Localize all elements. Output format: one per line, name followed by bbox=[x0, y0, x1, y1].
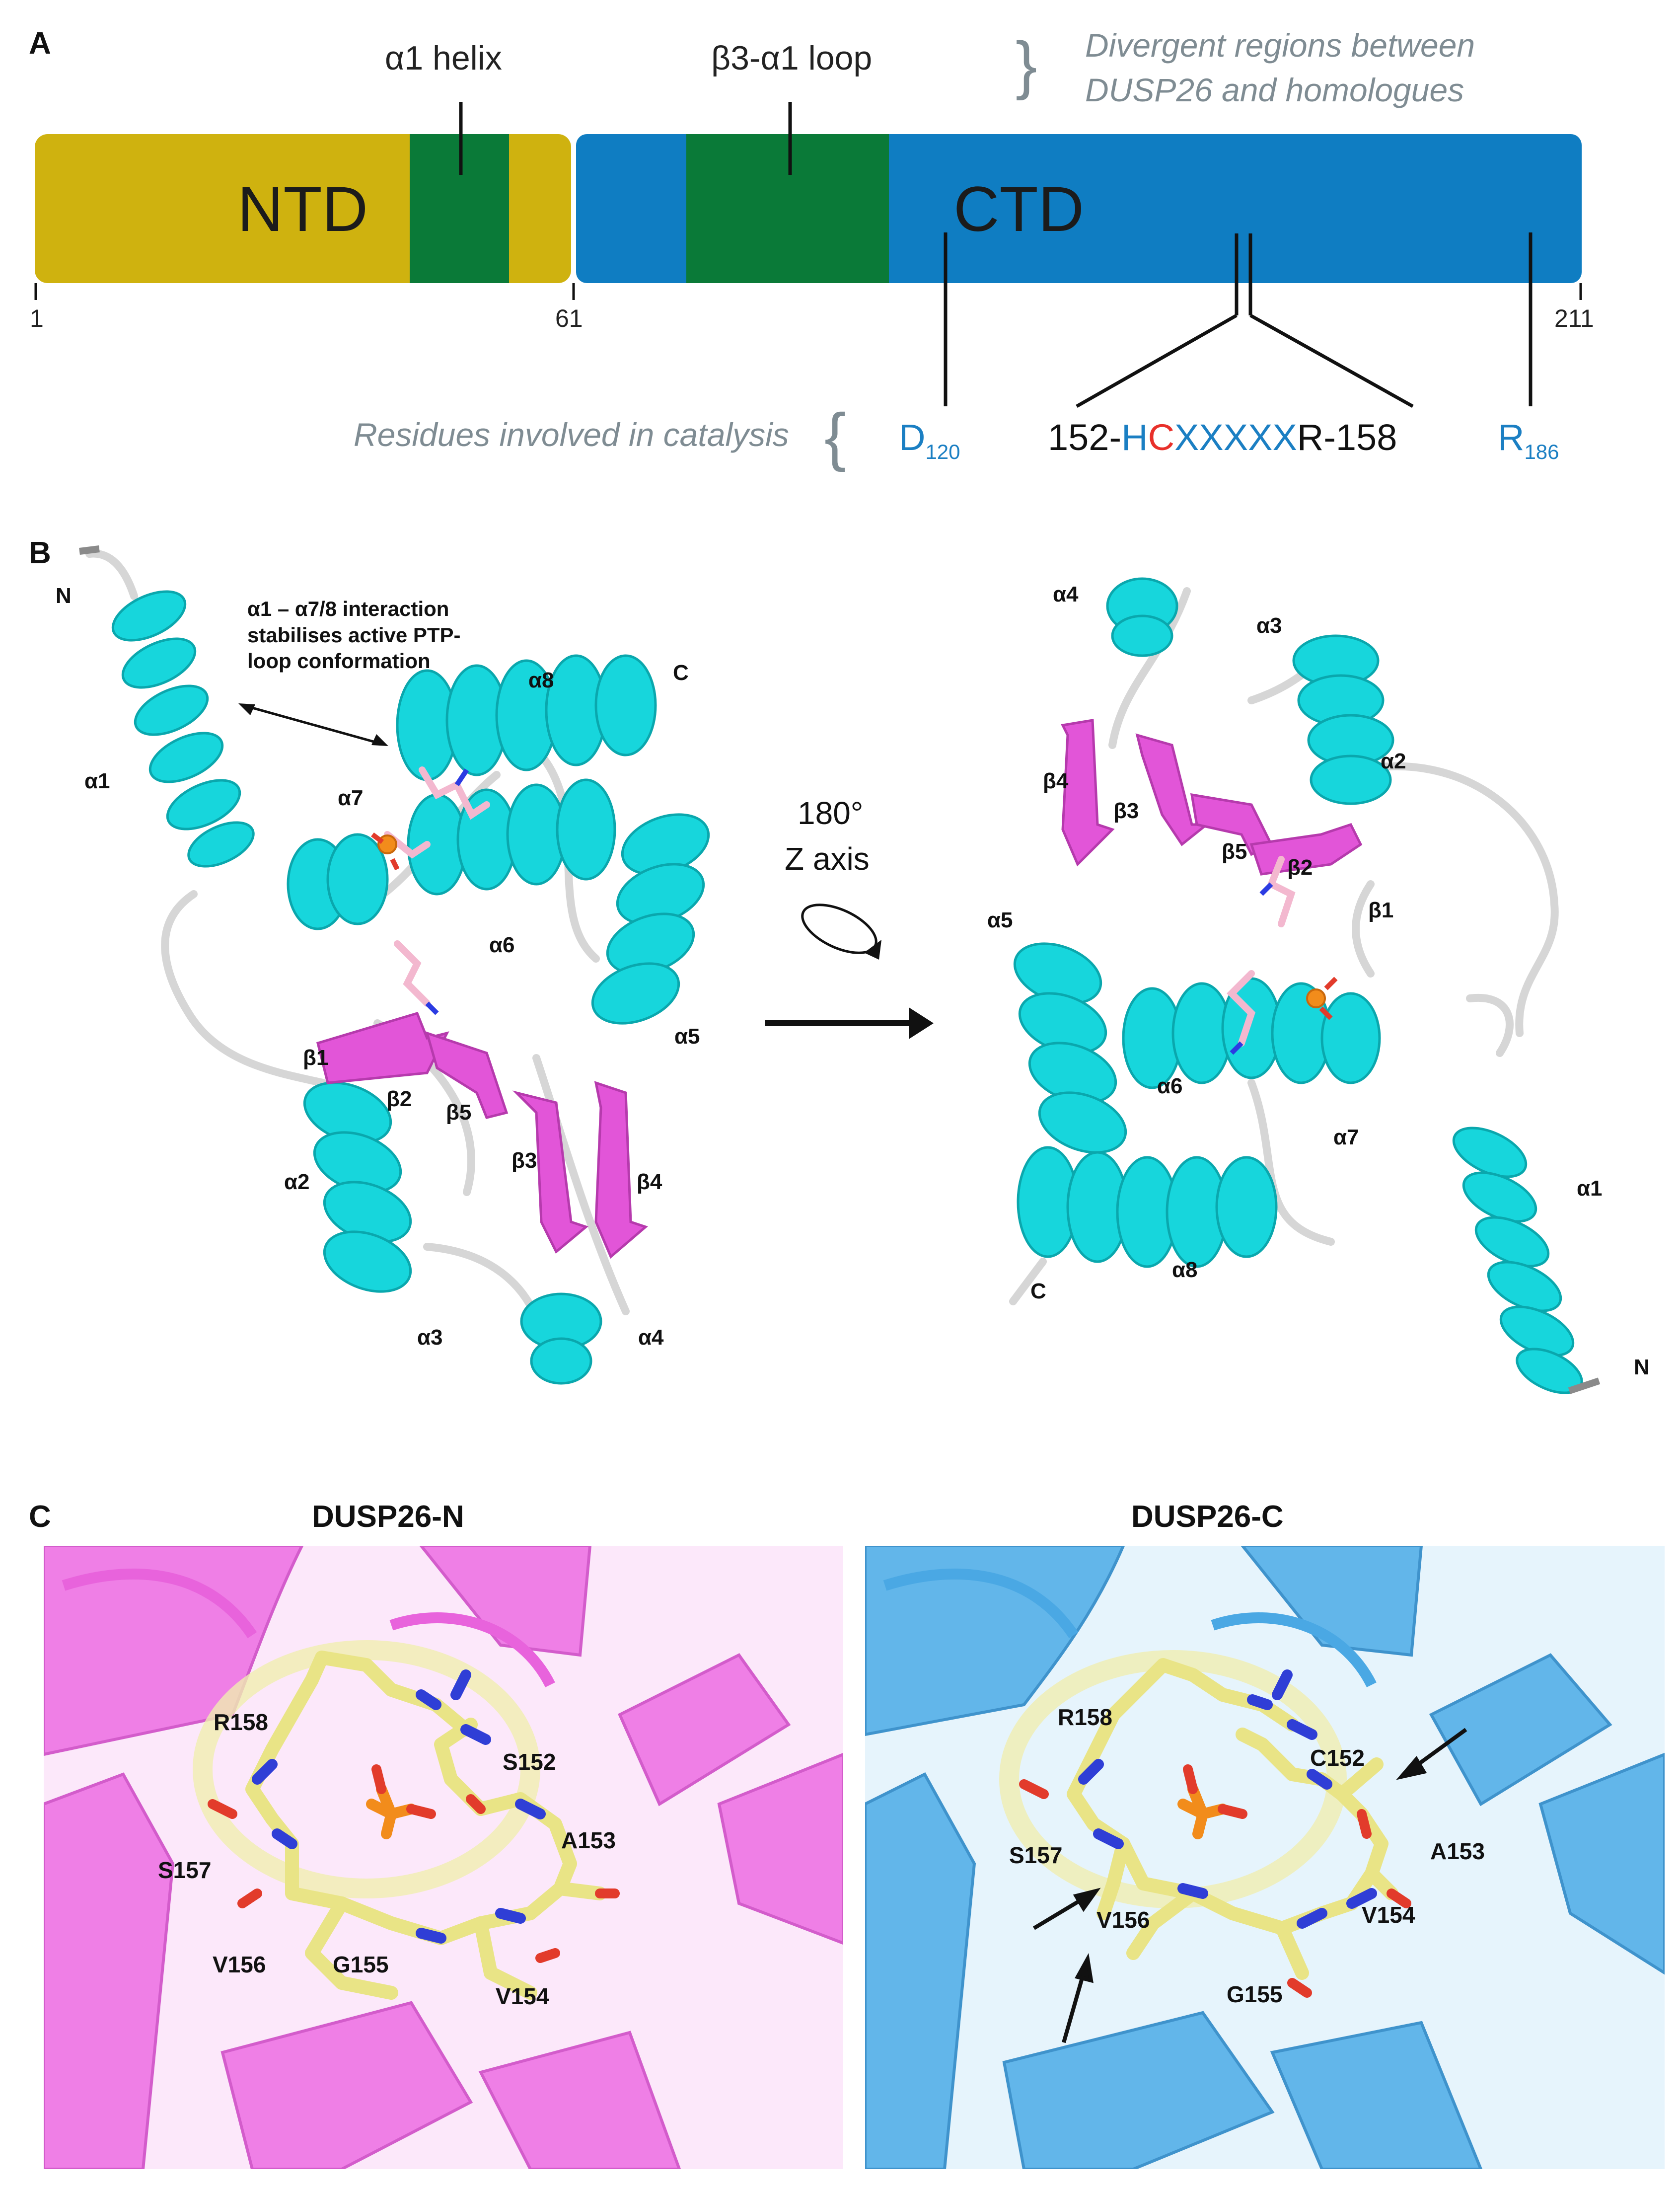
beta3-alpha1-loop-label: β3-α1 loop bbox=[711, 39, 873, 77]
catalysis-note: Residues involved in catalysis bbox=[354, 416, 789, 453]
active-site-n bbox=[44, 1546, 843, 2169]
n-res-a153: A153 bbox=[561, 1827, 616, 1853]
dusp26-n-title: DUSP26-N bbox=[312, 1500, 464, 1534]
c-res-s157: S157 bbox=[1009, 1842, 1063, 1868]
left-alpha2: α2 bbox=[284, 1170, 310, 1194]
left-alpha7: α7 bbox=[338, 786, 364, 810]
right-beta2: β2 bbox=[1287, 855, 1313, 880]
right-alpha8: α8 bbox=[1172, 1258, 1198, 1282]
panel-c-letter: C bbox=[29, 1500, 51, 1534]
divergent-note-line1: Divergent regions between bbox=[1085, 27, 1475, 64]
right-alpha4: α4 bbox=[1053, 582, 1079, 606]
left-alpha8: α8 bbox=[528, 668, 554, 692]
active-site-c bbox=[865, 1546, 1665, 2169]
left-beta5: β5 bbox=[446, 1100, 472, 1125]
c-res-v156: V156 bbox=[1096, 1907, 1150, 1933]
right-beta3: β3 bbox=[1113, 799, 1139, 823]
c-res-v154: V154 bbox=[1362, 1902, 1415, 1928]
panel-a-letter: A bbox=[29, 26, 51, 61]
catalysis-brace: { bbox=[824, 400, 846, 472]
ntd-label: NTD bbox=[237, 174, 368, 245]
right-alpha3: α3 bbox=[1256, 613, 1282, 638]
tick-211: 211 bbox=[1554, 304, 1594, 332]
divergent-note-line2: DUSP26 and homologues bbox=[1085, 72, 1464, 108]
right-alpha2: α2 bbox=[1381, 749, 1406, 773]
interaction-annotation: α1 – α7/8 interaction stabilises active … bbox=[247, 597, 461, 673]
structure-right bbox=[1009, 577, 1601, 1394]
interaction-arrow bbox=[238, 703, 388, 746]
c-res-g155: G155 bbox=[1227, 1981, 1283, 2007]
right-c-terminus: C bbox=[1030, 1279, 1046, 1303]
left-beta4: β4 bbox=[637, 1170, 662, 1194]
left-alpha5: α5 bbox=[674, 1024, 700, 1049]
right-beta4: β4 bbox=[1043, 769, 1069, 793]
left-beta2: β2 bbox=[386, 1087, 412, 1111]
residue-r186: R186 bbox=[1498, 417, 1559, 463]
rotation-arrow bbox=[765, 1007, 934, 1039]
ctd-label: CTD bbox=[953, 174, 1085, 245]
rotation-icon bbox=[801, 904, 881, 960]
dusp26-c-title: DUSP26-C bbox=[1131, 1500, 1284, 1534]
n-res-v154: V154 bbox=[496, 1983, 549, 2009]
right-n-terminus: N bbox=[1634, 1355, 1650, 1379]
left-alpha4: α4 bbox=[638, 1325, 664, 1350]
right-alpha6: α6 bbox=[1157, 1074, 1183, 1098]
domain-bar-diagram bbox=[34, 102, 1582, 408]
right-alpha7: α7 bbox=[1333, 1125, 1359, 1149]
c-res-c152: C152 bbox=[1310, 1745, 1365, 1771]
right-beta1: β1 bbox=[1368, 898, 1394, 922]
left-c-terminus: C bbox=[673, 661, 689, 685]
c-res-r158: R158 bbox=[1058, 1704, 1112, 1730]
left-beta1: β1 bbox=[303, 1046, 329, 1070]
n-res-s157: S157 bbox=[158, 1857, 212, 1883]
alpha1-helix-label: α1 helix bbox=[385, 39, 502, 77]
n-res-s152: S152 bbox=[503, 1749, 556, 1775]
panel-b-letter: B bbox=[29, 536, 51, 570]
right-alpha1: α1 bbox=[1577, 1176, 1603, 1201]
c-res-a153: A153 bbox=[1430, 1838, 1485, 1864]
right-beta5: β5 bbox=[1222, 839, 1247, 864]
tick-61: 61 bbox=[555, 304, 583, 332]
left-alpha3: α3 bbox=[417, 1325, 443, 1350]
n-res-g155: G155 bbox=[333, 1952, 389, 1977]
residue-d120: D120 bbox=[899, 417, 960, 463]
divergent-brace: } bbox=[1016, 28, 1037, 101]
n-res-r158: R158 bbox=[214, 1709, 268, 1735]
rotation-axis: Z axis bbox=[785, 841, 870, 877]
structure-left bbox=[79, 545, 710, 1385]
beta3-loop-region bbox=[686, 134, 889, 283]
left-alpha6: α6 bbox=[489, 933, 515, 957]
right-alpha5: α5 bbox=[987, 908, 1013, 932]
rotation-angle: 180° bbox=[798, 795, 864, 831]
n-res-v156: V156 bbox=[213, 1952, 266, 1977]
tick-1: 1 bbox=[30, 304, 44, 332]
left-n-terminus: N bbox=[56, 584, 72, 608]
ptp-motif: 152-HCXXXXXR-158 bbox=[1048, 417, 1397, 458]
left-alpha1: α1 bbox=[84, 769, 110, 793]
left-beta3: β3 bbox=[511, 1148, 537, 1173]
